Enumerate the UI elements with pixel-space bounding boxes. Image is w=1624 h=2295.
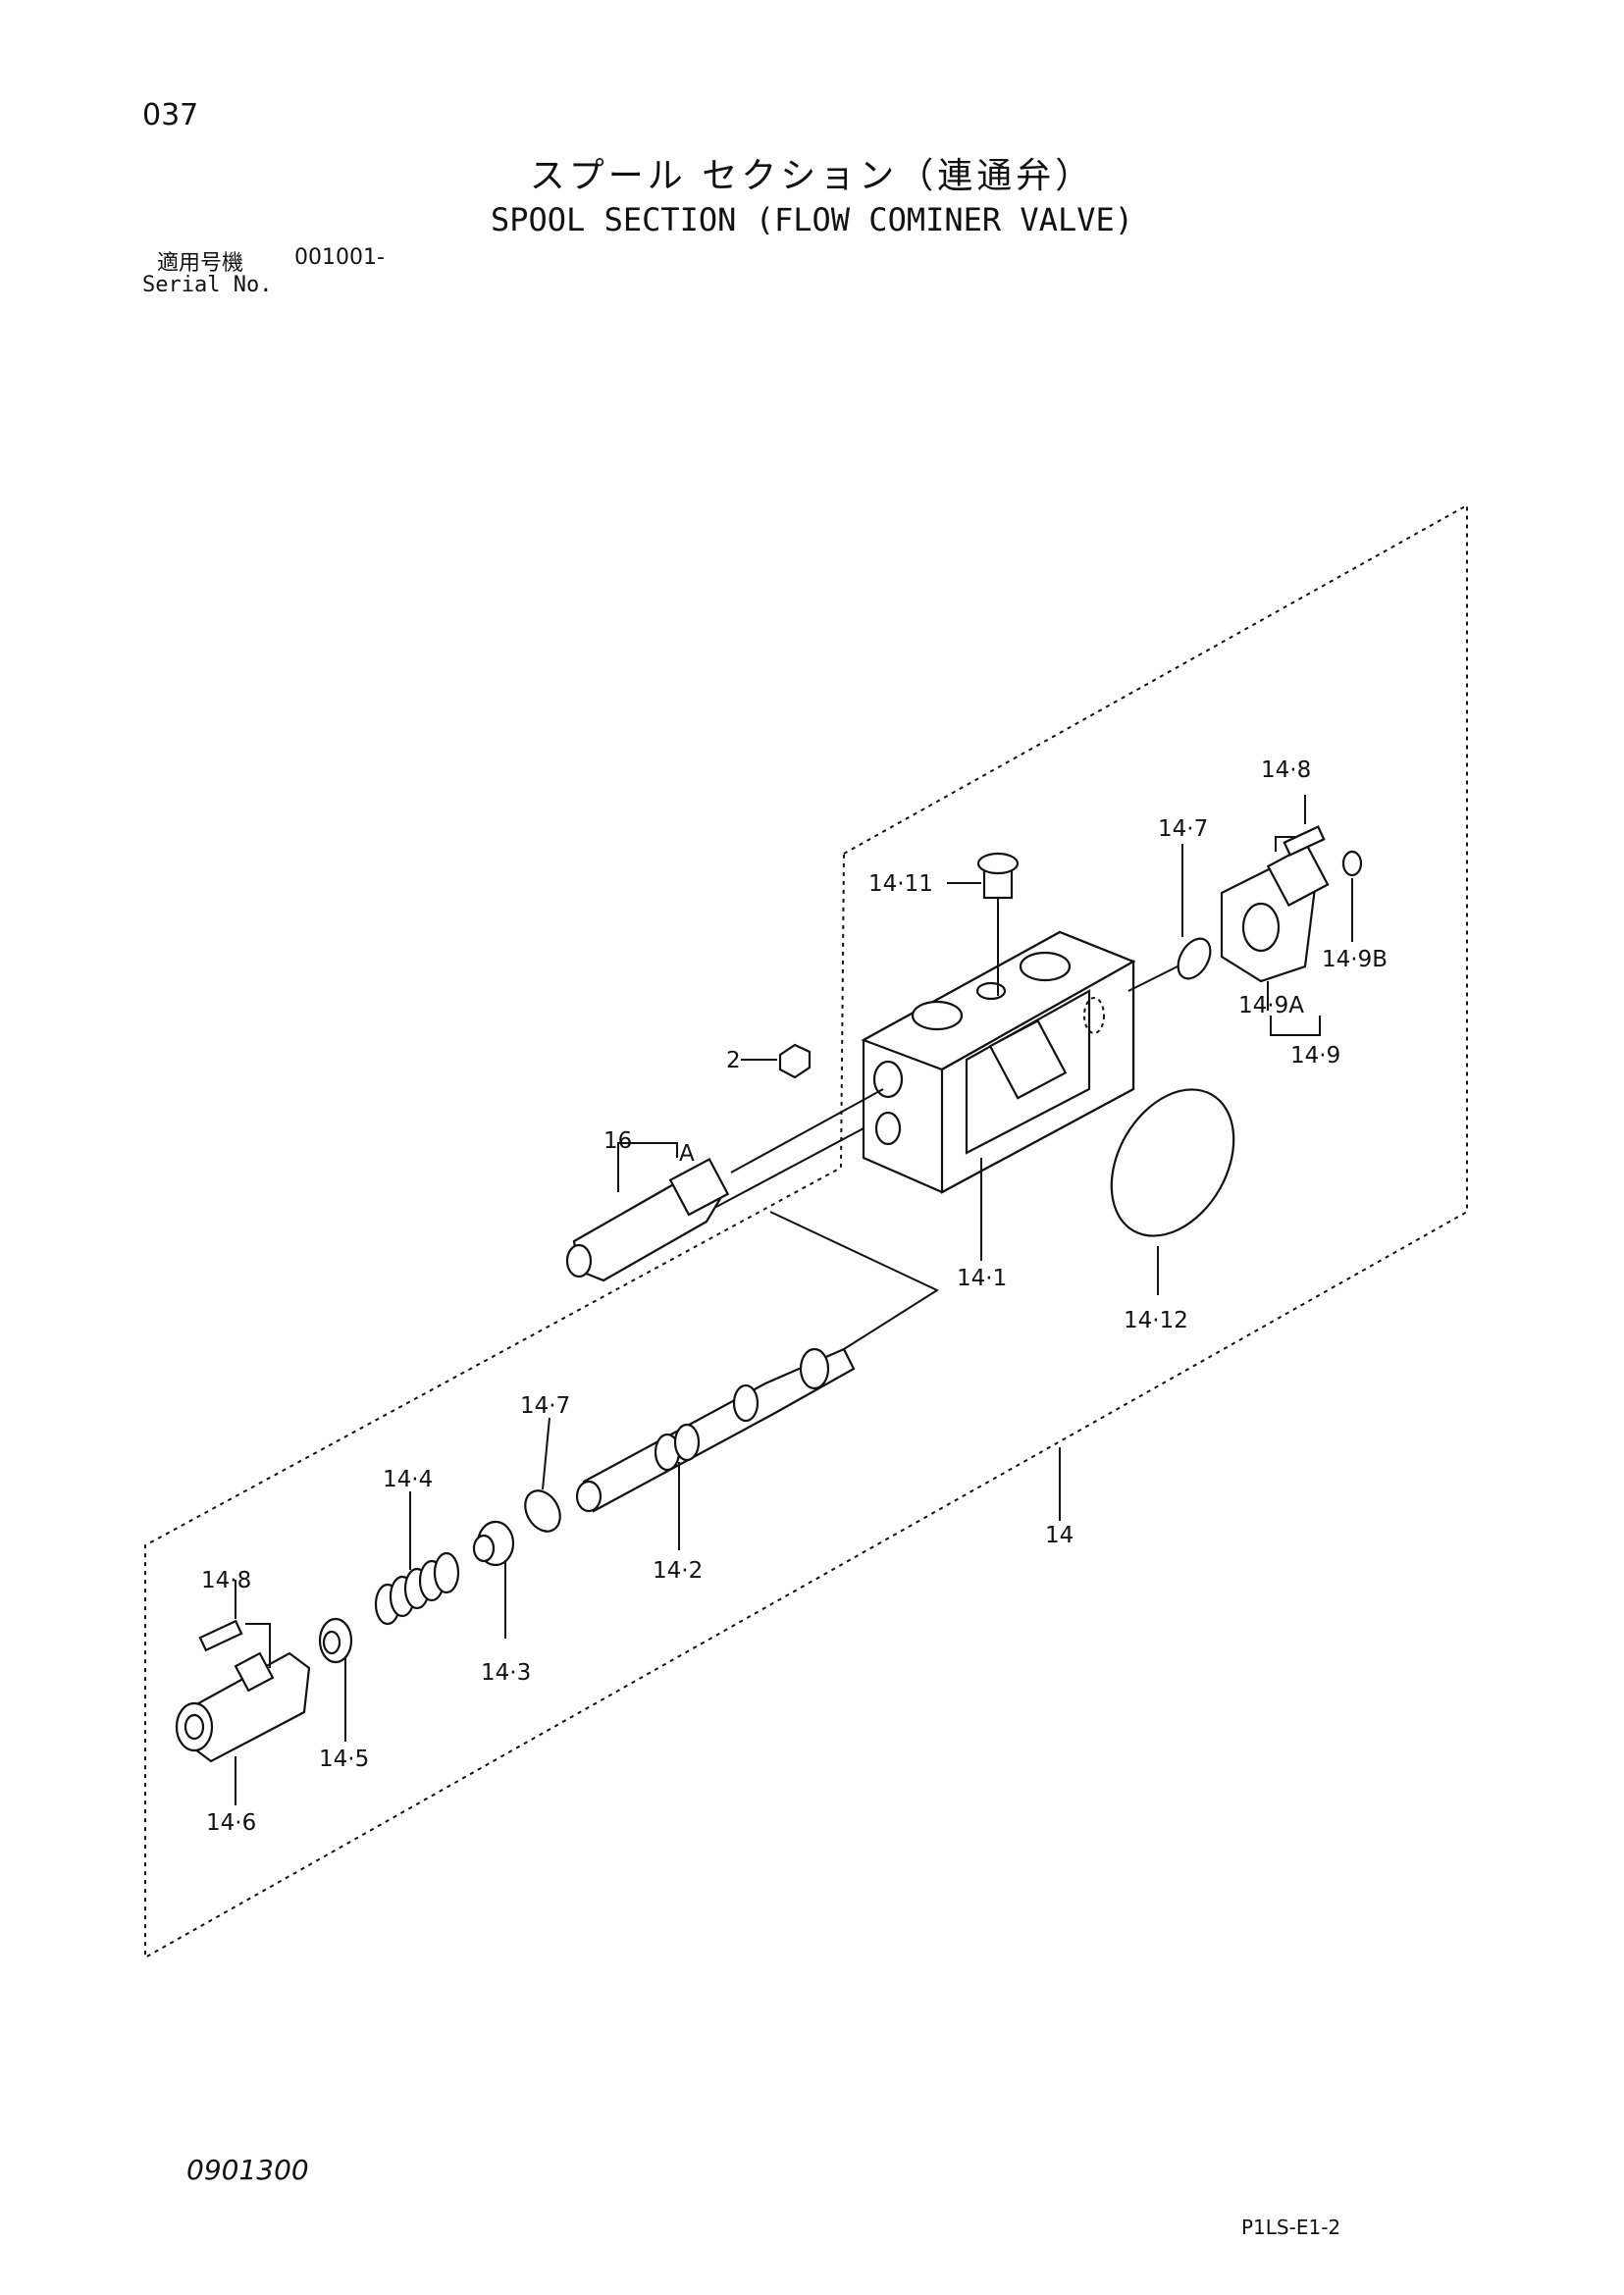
serial-label-en: Serial No. bbox=[142, 273, 273, 297]
callout-14-1: 14·1 bbox=[957, 1266, 1007, 1291]
callout-14-12: 14·12 bbox=[1124, 1308, 1188, 1333]
callout-14-7-bottom: 14·7 bbox=[520, 1393, 570, 1419]
callout-14-9a: 14·9A bbox=[1238, 993, 1304, 1018]
callout-14-2: 14·2 bbox=[653, 1558, 703, 1584]
spring-part bbox=[374, 1491, 460, 1626]
callout-14-4: 14·4 bbox=[383, 1467, 433, 1492]
bolt-part bbox=[198, 1580, 271, 1668]
page-number: 037 bbox=[142, 98, 199, 132]
o-ring-part bbox=[1127, 844, 1212, 992]
callout-14-8-top: 14·8 bbox=[1261, 757, 1311, 783]
spring-seat-part bbox=[472, 1520, 515, 1639]
callout-14-6: 14·6 bbox=[206, 1810, 256, 1836]
nut-part bbox=[741, 1043, 812, 1079]
o-ring-part bbox=[524, 1417, 561, 1533]
callout-14-9: 14·9 bbox=[1290, 1043, 1340, 1069]
washer-part bbox=[318, 1617, 353, 1742]
callout-14: 14 bbox=[1045, 1523, 1074, 1548]
relief-valve-part bbox=[565, 1088, 884, 1282]
callout-a: A bbox=[679, 1141, 695, 1167]
assembly-14-boundary bbox=[144, 503, 1468, 1959]
plug-part bbox=[947, 852, 1020, 996]
large-o-ring-part bbox=[1110, 1088, 1235, 1295]
serial-value: 001001- bbox=[294, 245, 385, 270]
footer-code: P1LS-E1-2 bbox=[1241, 2216, 1341, 2239]
callout-14-5: 14·5 bbox=[319, 1747, 369, 1772]
callout-14-9b: 14·9B bbox=[1322, 947, 1388, 972]
valve-body-part bbox=[861, 930, 1136, 1194]
page-title-en: SPOOL SECTION (FLOW COMINER VALVE) bbox=[490, 201, 1134, 238]
callout-2: 2 bbox=[726, 1048, 741, 1073]
document-number: 0901300 bbox=[186, 2154, 309, 2186]
cap-part bbox=[175, 1651, 311, 1805]
callout-14-7-top: 14·7 bbox=[1158, 816, 1208, 842]
spool-part bbox=[575, 1211, 940, 1550]
page-title-jp: スプール セクション（連通弁） bbox=[529, 156, 1095, 196]
seal-part bbox=[1270, 850, 1363, 1036]
bolt-part bbox=[1283, 795, 1326, 857]
serial-label-jp: 適用号機 bbox=[157, 251, 244, 276]
flange-part bbox=[1220, 836, 1330, 1011]
callout-14-3: 14·3 bbox=[481, 1660, 531, 1686]
callout-14-8-bottom: 14·8 bbox=[201, 1568, 251, 1593]
callout-16: 16 bbox=[603, 1128, 632, 1154]
callout-14-11: 14·11 bbox=[868, 871, 933, 897]
